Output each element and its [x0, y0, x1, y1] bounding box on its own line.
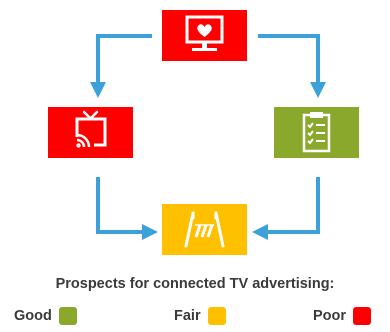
- legend-title: Prospects for connected TV advertising:: [55, 276, 335, 292]
- tv-heart-icon: [162, 10, 247, 61]
- legend-poor: Poor: [313, 306, 372, 326]
- legend-good: Good: [14, 306, 77, 326]
- legend-fair-swatch: [207, 307, 226, 325]
- arrow-right-to-bottom: [252, 177, 320, 240]
- arrow-top-to-left: [90, 34, 152, 98]
- legend-good-label: Good: [14, 308, 52, 324]
- legend-fair-label: Fair: [174, 308, 201, 324]
- cast-tv-icon: [48, 107, 133, 158]
- arrow-top-to-right: [258, 34, 326, 98]
- clipboard-checklist-box: [274, 107, 359, 158]
- legend-good-swatch: [58, 307, 77, 325]
- tv-heart-box: [162, 10, 247, 61]
- legend-poor-label: Poor: [313, 308, 347, 324]
- clipboard-checklist-icon: [274, 107, 359, 158]
- cast-tv-box: [48, 107, 133, 158]
- arrow-left-to-bottom: [96, 177, 158, 240]
- road-barrier-icon: [162, 204, 247, 255]
- road-barrier-box: [162, 204, 247, 255]
- legend-fair: Fair: [174, 306, 226, 326]
- legend-poor-swatch: [353, 307, 372, 325]
